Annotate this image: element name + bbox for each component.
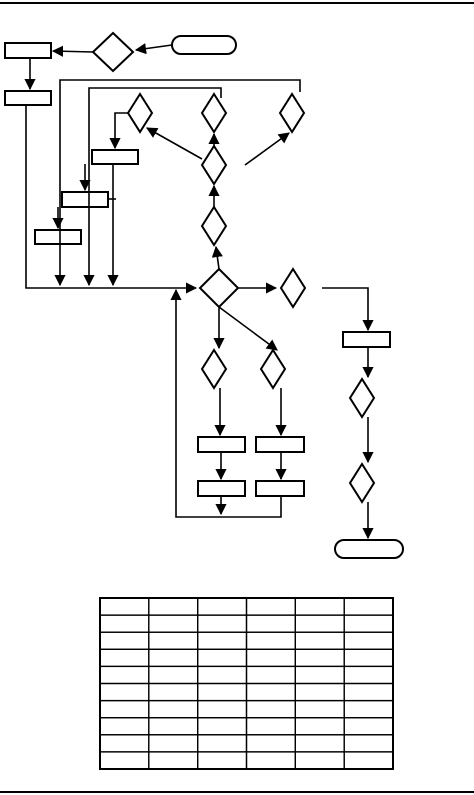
table-cell bbox=[294, 751, 345, 770]
connectors bbox=[24, 43, 374, 540]
table-cell bbox=[343, 614, 394, 633]
table-cell bbox=[197, 648, 248, 668]
table-cell bbox=[148, 631, 199, 650]
decision-top bbox=[91, 31, 135, 73]
decision-right-branch bbox=[278, 92, 306, 134]
table-cell bbox=[197, 682, 248, 702]
table-cell bbox=[99, 717, 150, 736]
table-cell bbox=[294, 648, 345, 668]
table-cell bbox=[294, 631, 345, 650]
decision-far-right-2 bbox=[348, 462, 376, 504]
table-cell bbox=[245, 751, 296, 770]
process-box-5 bbox=[34, 229, 82, 245]
table-cell bbox=[99, 631, 150, 650]
table-cell bbox=[343, 734, 394, 753]
table-cell bbox=[245, 717, 296, 736]
decision-far-right-1 bbox=[348, 377, 376, 419]
table-cell bbox=[245, 614, 296, 633]
process-box-2 bbox=[4, 90, 52, 106]
table-cell bbox=[148, 751, 199, 770]
data-table bbox=[99, 597, 394, 770]
table-cell bbox=[245, 699, 296, 719]
table-cell bbox=[294, 682, 345, 702]
decision-hub-upper bbox=[200, 144, 228, 186]
table-cell bbox=[245, 665, 296, 685]
table-cell bbox=[245, 682, 296, 702]
table-cell bbox=[148, 665, 199, 685]
table-cell bbox=[99, 751, 150, 770]
table-cell bbox=[99, 597, 150, 616]
flowchart bbox=[4, 31, 404, 559]
table-cell bbox=[245, 648, 296, 668]
table-cell bbox=[99, 614, 150, 633]
table-cell bbox=[197, 734, 248, 753]
table-cell bbox=[148, 648, 199, 668]
table-cell bbox=[343, 751, 394, 770]
table-cell bbox=[245, 734, 296, 753]
top-rule bbox=[0, 2, 474, 4]
process-box-6 bbox=[342, 331, 391, 348]
table-cell bbox=[197, 614, 248, 633]
table-cell bbox=[197, 717, 248, 736]
table-cell bbox=[99, 682, 150, 702]
table-cell bbox=[148, 717, 199, 736]
table-cell bbox=[148, 597, 199, 616]
table-cell bbox=[343, 665, 394, 685]
decision-lower-left bbox=[200, 348, 228, 390]
table-cell bbox=[197, 597, 248, 616]
table-cell bbox=[343, 682, 394, 702]
table-cell bbox=[148, 734, 199, 753]
table-cell bbox=[197, 631, 248, 650]
decision-right-path bbox=[279, 267, 307, 309]
decision-main bbox=[198, 267, 240, 309]
table-cell bbox=[343, 699, 394, 719]
decision-left-branch bbox=[126, 92, 154, 134]
process-box-8 bbox=[255, 436, 305, 453]
process-box-3 bbox=[91, 149, 139, 165]
end-terminal bbox=[334, 539, 404, 559]
table-cell bbox=[343, 631, 394, 650]
process-box-1 bbox=[4, 42, 52, 59]
process-box-9 bbox=[197, 480, 246, 497]
table-cell bbox=[99, 648, 150, 668]
table-cell bbox=[148, 699, 199, 719]
table-cell bbox=[294, 734, 345, 753]
table-cell bbox=[99, 734, 150, 753]
start-terminal bbox=[171, 35, 237, 55]
table-cell bbox=[148, 614, 199, 633]
table-cell bbox=[294, 665, 345, 685]
bottom-rule bbox=[0, 791, 474, 793]
decision-hub-lower bbox=[200, 205, 228, 247]
table-cell bbox=[343, 717, 394, 736]
table-cell bbox=[294, 614, 345, 633]
process-box-7 bbox=[197, 436, 246, 453]
table-cell bbox=[197, 699, 248, 719]
table-cell bbox=[343, 648, 394, 668]
table-cell bbox=[99, 665, 150, 685]
table-cell bbox=[294, 717, 345, 736]
process-box-10 bbox=[255, 480, 305, 497]
table-cell bbox=[294, 699, 345, 719]
table-cell bbox=[197, 665, 248, 685]
table-cell bbox=[343, 597, 394, 616]
table-cell bbox=[99, 699, 150, 719]
table-cell bbox=[148, 682, 199, 702]
process-box-4 bbox=[61, 191, 109, 208]
table-cell bbox=[197, 751, 248, 770]
table-cell bbox=[245, 631, 296, 650]
decision-middle-branch bbox=[200, 92, 228, 134]
decision-lower-right bbox=[259, 348, 287, 390]
table-cell bbox=[294, 597, 345, 616]
table-cell bbox=[245, 597, 296, 616]
